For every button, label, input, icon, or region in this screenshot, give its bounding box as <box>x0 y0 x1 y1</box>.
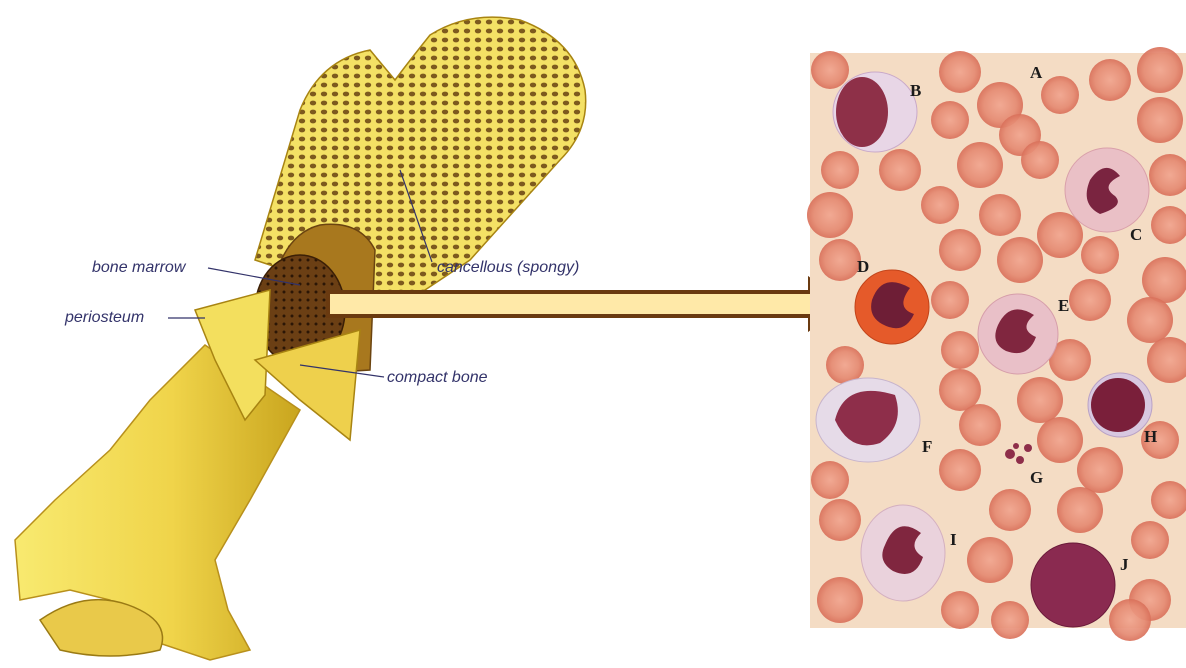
cell-label-h: H <box>1144 427 1157 446</box>
red-blood-cell <box>979 194 1021 236</box>
red-blood-cell <box>1142 257 1186 303</box>
red-blood-cell <box>1069 279 1111 321</box>
red-blood-cell <box>1137 47 1183 93</box>
red-blood-cell <box>939 449 981 491</box>
cell-f <box>816 378 920 462</box>
blood-smear-panel: A B C D E F G H I J <box>807 47 1186 641</box>
cell-j <box>1031 543 1115 627</box>
red-blood-cell <box>807 192 853 238</box>
red-blood-cell <box>939 229 981 271</box>
red-blood-cell <box>811 461 849 499</box>
cell-label-i: I <box>950 530 957 549</box>
label-cancellous: cancellous (spongy) <box>437 259 579 276</box>
red-blood-cell <box>941 331 979 369</box>
red-blood-cell <box>1109 599 1151 641</box>
label-compact-bone: compact bone <box>387 369 488 386</box>
cell-b <box>833 72 917 152</box>
red-blood-cell <box>1081 236 1119 274</box>
red-blood-cell <box>957 142 1003 188</box>
red-blood-cell <box>811 51 849 89</box>
red-blood-cell <box>997 237 1043 283</box>
red-blood-cell <box>1021 141 1059 179</box>
red-blood-cell <box>1017 377 1063 423</box>
red-blood-cell <box>879 149 921 191</box>
red-blood-cell <box>817 577 863 623</box>
cell-label-f: F <box>922 437 932 456</box>
red-blood-cell <box>1137 97 1183 143</box>
cell-label-j: J <box>1120 555 1129 574</box>
label-periosteum: periosteum <box>64 309 144 326</box>
cell-label-b: B <box>910 81 921 100</box>
red-blood-cell <box>1057 487 1103 533</box>
red-blood-cell <box>939 51 981 93</box>
red-blood-cell <box>1037 417 1083 463</box>
cell-label-c: C <box>1130 225 1142 244</box>
cell-h <box>1088 373 1152 437</box>
cell-d <box>855 270 929 344</box>
red-blood-cell <box>959 404 1001 446</box>
red-blood-cell <box>931 101 969 139</box>
red-blood-cell <box>967 537 1013 583</box>
red-blood-cell <box>1041 76 1079 114</box>
cell-label-e: E <box>1058 296 1069 315</box>
red-blood-cell <box>991 601 1029 639</box>
bone-illustration: bone marrow cancellous (spongy) perioste… <box>15 17 586 660</box>
red-blood-cell <box>941 591 979 629</box>
red-blood-cell <box>1127 297 1173 343</box>
red-blood-cell <box>1089 59 1131 101</box>
cell-i <box>861 505 945 601</box>
red-blood-cell <box>931 281 969 319</box>
cell-label-g: G <box>1030 468 1043 487</box>
cell-label-a: A <box>1030 63 1043 82</box>
red-blood-cell <box>921 186 959 224</box>
red-blood-cell <box>821 151 859 189</box>
label-bone-marrow: bone marrow <box>92 259 187 276</box>
red-blood-cell <box>819 239 861 281</box>
red-blood-cell <box>989 489 1031 531</box>
red-blood-cell <box>819 499 861 541</box>
red-blood-cell <box>1077 447 1123 493</box>
cell-c <box>1065 148 1149 232</box>
cell-label-d: D <box>857 257 869 276</box>
red-blood-cell <box>1131 521 1169 559</box>
cell-e <box>978 294 1058 374</box>
